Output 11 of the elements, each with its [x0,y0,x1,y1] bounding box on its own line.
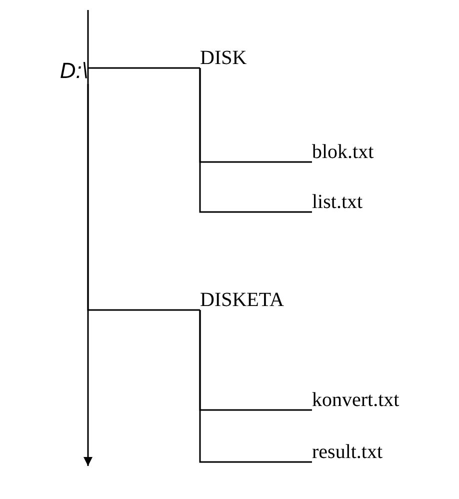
folder-tree-label: result.txt [312,442,383,462]
connector-line [88,67,200,69]
folder-tree-label: list.txt [312,192,363,212]
drive-label: D:\ [46,58,88,84]
connector-line [87,84,200,311]
folder-tree-label: blok.txt [312,142,374,162]
connector-line [199,68,312,213]
folder-tree-label: konvert.txt [312,390,400,410]
connector-line [199,310,312,463]
folder-tree-label: DISKETA [200,290,284,310]
folder-tree-label: DISK [200,48,247,68]
